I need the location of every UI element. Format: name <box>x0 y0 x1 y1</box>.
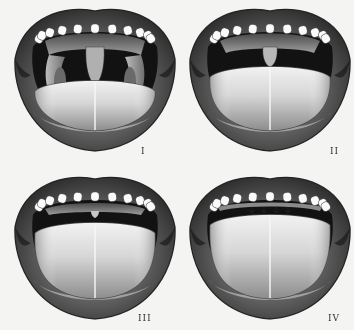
upper-tooth <box>91 24 99 33</box>
upper-tooth <box>108 192 117 202</box>
upper-tooth <box>283 192 292 202</box>
upper-tooth <box>73 192 82 202</box>
upper-tooth <box>73 24 82 34</box>
panel-label-IV: IV <box>328 314 340 324</box>
panel-label-II: II <box>330 147 339 157</box>
mouth-panel-II <box>190 9 350 151</box>
panel-label-III: III <box>138 314 152 324</box>
mouth-panel-I <box>15 9 175 151</box>
upper-tooth <box>266 24 274 33</box>
upper-tooth <box>91 192 99 201</box>
upper-tooth <box>283 24 292 34</box>
mouth-panel-IV <box>190 177 350 319</box>
mouth-panel-III <box>15 177 175 319</box>
upper-tooth <box>108 24 117 34</box>
panel-label-I: I <box>141 147 146 157</box>
upper-tooth <box>266 192 274 201</box>
upper-tooth <box>248 192 257 202</box>
panels-layer <box>15 9 350 319</box>
upper-tooth <box>248 24 257 34</box>
